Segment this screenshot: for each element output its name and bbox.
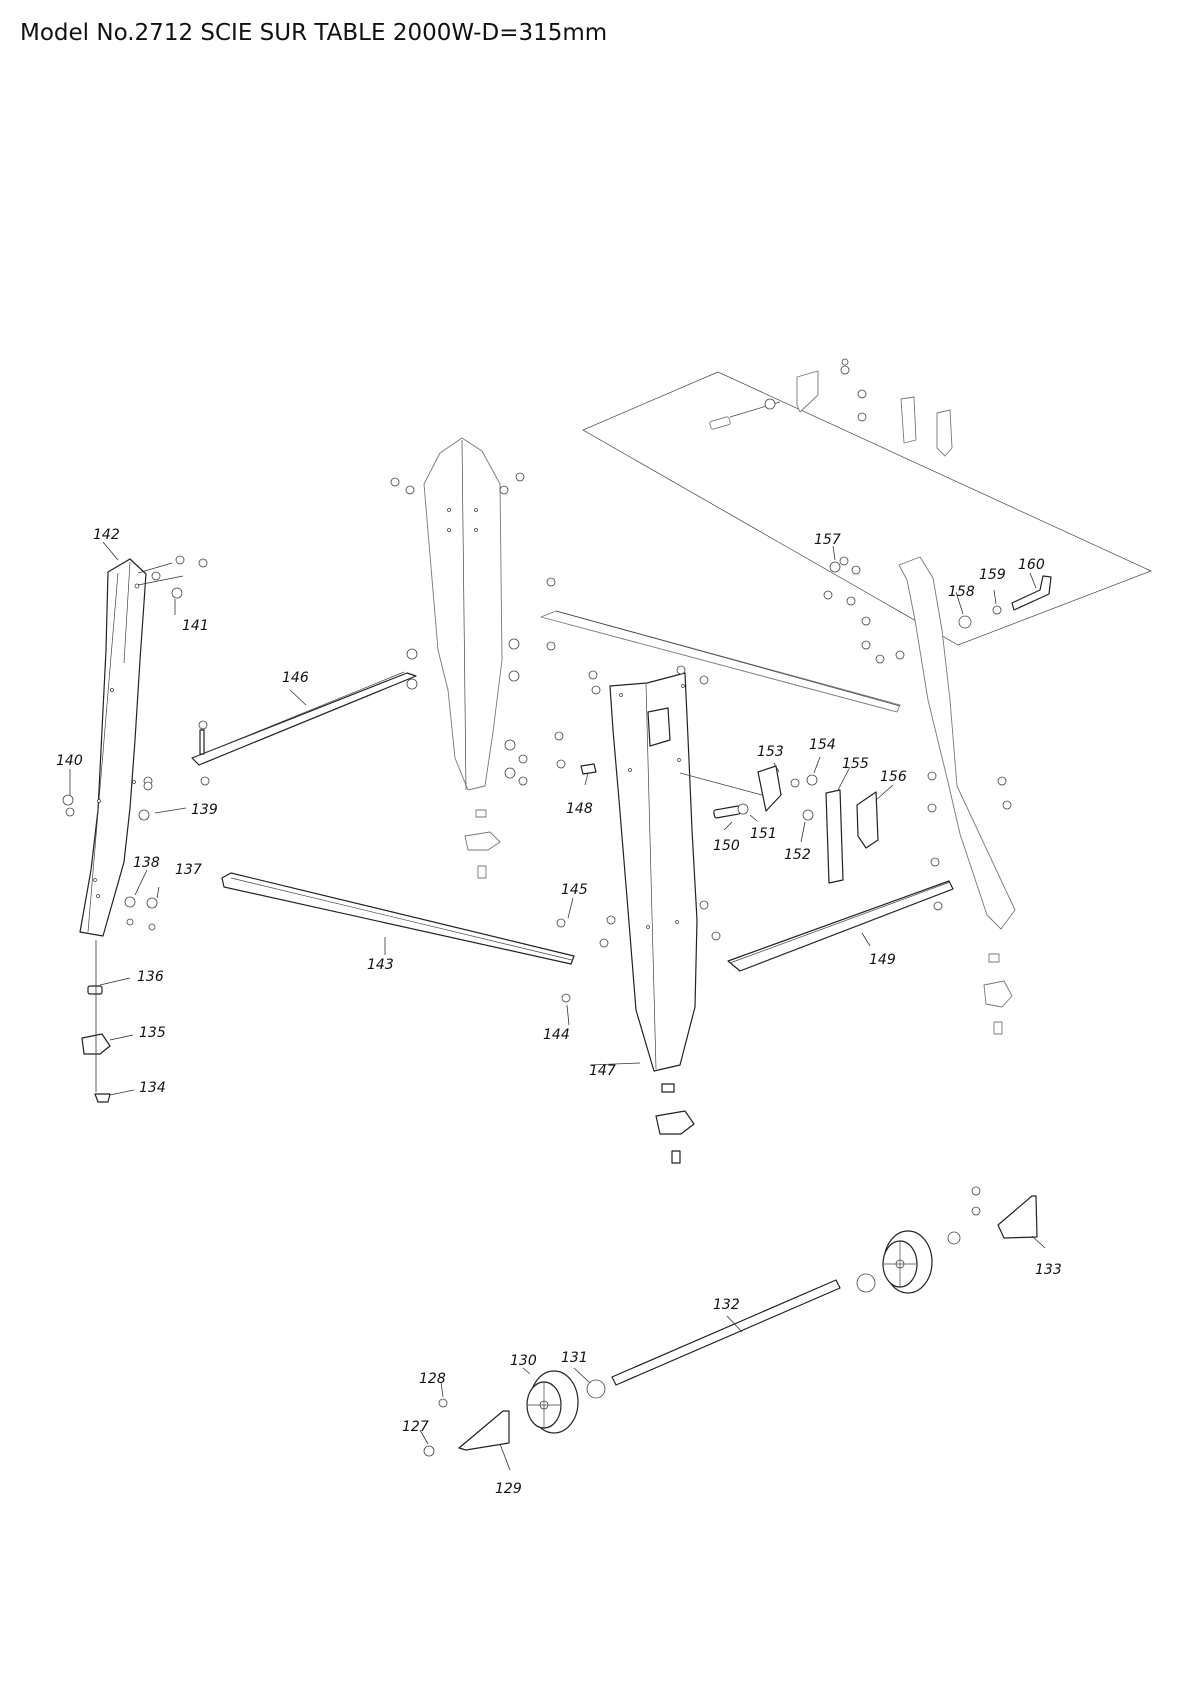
part-label-155: 155: [842, 756, 869, 772]
part-label-128: 128: [419, 1371, 446, 1387]
part-label-140: 140: [56, 753, 83, 769]
part-label-148: 148: [566, 801, 593, 817]
top-bracket-assembly: [709, 358, 953, 457]
part-label-142: 142: [93, 527, 120, 543]
part-label-129: 129: [495, 1481, 522, 1497]
part-label-131: 131: [561, 1350, 588, 1366]
part-label-132: 132: [713, 1297, 740, 1313]
rear-leg-right: [823, 556, 1016, 1035]
part-label-139: 139: [191, 802, 218, 818]
clip-127: [423, 1445, 435, 1457]
brace-146: [191, 671, 417, 786]
part-label-157: 157: [814, 532, 841, 548]
part-number-labels: 142 141 140 139 138 137 136 135 134 146 …: [56, 527, 1062, 1497]
circlip-right: [856, 1273, 876, 1293]
front-leg-left: [62, 555, 208, 1103]
part-label-146: 146: [282, 670, 309, 686]
part-label-156: 156: [880, 769, 907, 785]
part-label-154: 154: [809, 737, 836, 753]
part-label-133: 133: [1035, 1262, 1062, 1278]
nut-128: [438, 1398, 448, 1408]
page-title: Model No.2712 SCIE SUR TABLE 2000W-D=315…: [20, 20, 608, 46]
part-label-149: 149: [869, 952, 896, 968]
brace-143: [221, 872, 575, 1003]
part-label-151: 151: [750, 826, 777, 842]
part-label-160: 160: [1018, 557, 1045, 573]
wheel-bracket-133: [997, 1195, 1038, 1239]
part-label-144: 144: [543, 1027, 570, 1043]
part-label-138: 138: [133, 855, 160, 871]
part-label-153: 153: [757, 744, 784, 760]
wheel-right: [882, 1230, 933, 1294]
part-label-150: 150: [713, 838, 740, 854]
bolt-148: [580, 763, 597, 775]
part-label-143: 143: [367, 957, 394, 973]
axle-132: [611, 1279, 841, 1386]
nut-133a: [971, 1186, 981, 1196]
rear-leg-center: [390, 437, 528, 879]
part-label-147: 147: [589, 1063, 616, 1079]
part-label-135: 135: [139, 1025, 166, 1041]
part-label-152: 152: [784, 847, 811, 863]
front-leg-center: [554, 665, 721, 1164]
clip-right: [947, 1231, 961, 1245]
nut-133b: [971, 1206, 981, 1216]
leader-lines: [69, 541, 1046, 1471]
part-label-159: 159: [979, 567, 1006, 583]
part-label-158: 158: [948, 584, 975, 600]
circlip-131: [586, 1379, 606, 1399]
hardware-157-160: [829, 561, 1052, 629]
brace-149: [727, 857, 954, 972]
table-top-outline: [582, 371, 1152, 646]
part-label-134: 134: [139, 1080, 166, 1096]
bracket-assembly-150-156: [679, 765, 879, 884]
rear-top-rail: [540, 577, 901, 713]
wheel-130: [526, 1370, 579, 1434]
part-label-130: 130: [510, 1353, 537, 1369]
wheel-bracket-129: [458, 1410, 510, 1451]
part-label-127: 127: [402, 1419, 429, 1435]
part-label-141: 141: [182, 618, 209, 634]
part-label-136: 136: [137, 969, 164, 985]
part-label-137: 137: [175, 862, 202, 878]
part-label-145: 145: [561, 882, 588, 898]
